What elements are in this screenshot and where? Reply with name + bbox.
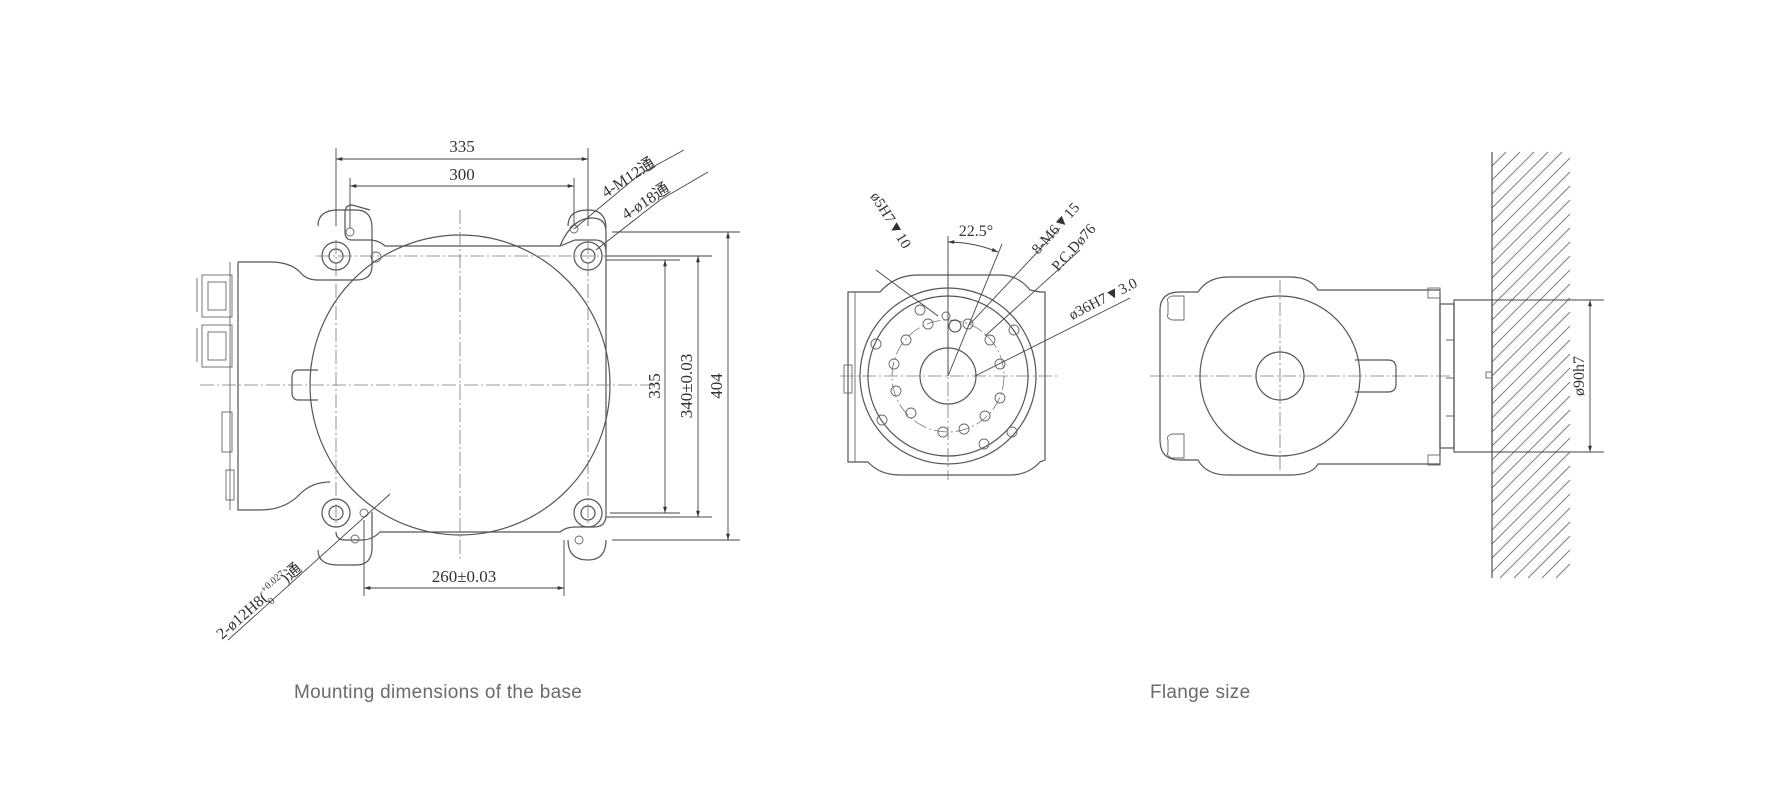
dim-300: 300 (449, 165, 475, 184)
wall-hatch-line (1491, 151, 1507, 167)
wall-hatch-line (1491, 437, 1571, 517)
wall-hatch-line (1491, 255, 1571, 335)
connector-1 (201, 274, 233, 318)
wall-hatch-line (1491, 451, 1571, 531)
dim-404: 404 (707, 373, 726, 399)
bottom-right-lug (567, 539, 607, 561)
base-view: 335 300 4-M12通 4-ø18通 335 340±0.03 404 2… (196, 137, 740, 647)
wall-hatch-line (1491, 151, 1563, 223)
bottom-left-lug (317, 512, 373, 566)
wall-hatch-line (1527, 535, 1571, 579)
wall-hatch-line (1491, 381, 1571, 461)
wall-hatch-line (1499, 507, 1571, 579)
dim-2-d12: 2-ø12H8(+0.0270)通 (212, 558, 309, 647)
connector-housing (237, 262, 331, 511)
wall-hatch-line (1491, 367, 1571, 447)
dim-angle: 22.5° (959, 223, 993, 240)
caption-base: Mounting dimensions of the base (294, 682, 583, 703)
caption-flange: Flange size (1150, 682, 1251, 703)
wall-hatch-line (1491, 185, 1571, 265)
wall-hatch-line (1491, 213, 1571, 293)
connector-2 (201, 324, 233, 368)
wall-hatch-line (1491, 151, 1535, 195)
wall-hatch-line (1491, 353, 1571, 433)
wall-hatch-line (1491, 479, 1571, 559)
wall-hatch-line (1513, 521, 1571, 579)
side-view: ø90h7 (1150, 151, 1604, 579)
side-housing (1159, 276, 1441, 476)
wall-hatch-line (1491, 283, 1571, 363)
wall-hatch-line (1491, 297, 1571, 377)
wall-hatch-line (1491, 241, 1571, 321)
wall-hatch-line (1491, 151, 1549, 209)
flange-housing (847, 274, 1046, 476)
wall-hatch-line (1541, 549, 1571, 579)
wall-hatch-line (1491, 151, 1521, 181)
dim-335-side: 335 (645, 373, 664, 399)
wall-hatch-line (1491, 227, 1571, 307)
wall-hatch-line (1491, 199, 1571, 279)
wall-hatch-line (1491, 493, 1571, 573)
wall-hatch-line (1491, 465, 1571, 545)
dim-260: 260±0.03 (432, 567, 497, 586)
wall-hatch-line (1491, 339, 1571, 419)
top-left-lug (238, 209, 373, 281)
base-plate-outline (335, 213, 607, 541)
wall-hatch-line (1491, 395, 1571, 475)
wall-hatch-line (1491, 409, 1571, 489)
flange-bolt-holes (870, 304, 1020, 450)
mounting-wall (1491, 151, 1571, 579)
flange-view: ø5H7▼10 22.5° 8-M6▼15 P.C.Dø76 ø36H7▼3.0 (840, 190, 1140, 480)
dim-335-top: 335 (449, 137, 475, 156)
wall-hatch-line (1491, 171, 1571, 251)
dim-d5h7: ø5H7▼10 (867, 190, 914, 252)
wall-hatch-line (1491, 325, 1571, 405)
wall-hatch-line (1491, 157, 1571, 237)
dim-d36h7: ø36H7▼3.0 (1067, 276, 1141, 324)
dim-340: 340±0.03 (677, 354, 696, 419)
wall-hatch-line (1491, 311, 1571, 391)
wall-hatch-line (1555, 563, 1571, 579)
wall-hatch-line (1491, 423, 1571, 503)
wall-hatch-line (1491, 269, 1571, 349)
dim-d90h7: ø90h7 (1571, 356, 1588, 396)
